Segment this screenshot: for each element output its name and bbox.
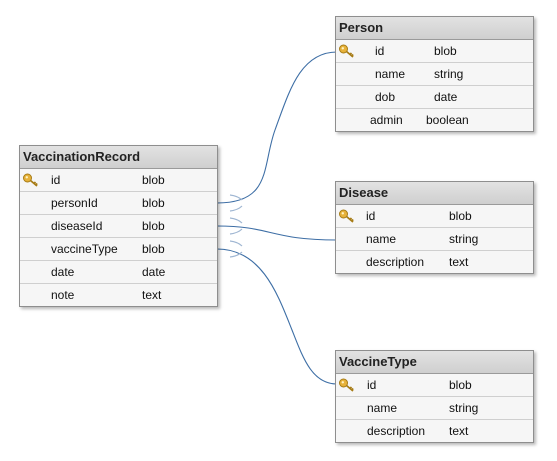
field-name: admin <box>370 113 403 127</box>
field-name: name <box>375 67 406 81</box>
crowfoot-diseaseid <box>229 217 243 235</box>
field-name: id <box>51 173 61 187</box>
crowfoot-personid <box>229 194 243 212</box>
field-type: date <box>142 265 166 279</box>
table-row[interactable]: id blob <box>336 40 533 62</box>
field-type: text <box>449 424 469 438</box>
crowfoot-vaccinetype <box>229 240 243 258</box>
table-vaccination-record[interactable]: VaccinationRecord id blob personId blob … <box>19 145 218 307</box>
table-row[interactable]: id blob <box>336 205 533 227</box>
table-row[interactable]: personId blob <box>20 191 217 214</box>
table-row[interactable]: diseaseId blob <box>20 214 217 237</box>
table-title: Disease <box>336 182 533 205</box>
field-type: boolean <box>426 113 469 127</box>
table-row[interactable]: name string <box>336 396 533 419</box>
table-title: VaccinationRecord <box>20 146 217 169</box>
field-type: text <box>449 255 469 269</box>
field-type: blob <box>449 209 472 223</box>
field-type: blob <box>142 242 165 256</box>
connector-vaccinetype-to-vaccinetype <box>216 248 338 385</box>
field-type: blob <box>449 378 472 392</box>
field-name: note <box>51 288 75 302</box>
table-row[interactable]: id blob <box>20 169 217 191</box>
table-vaccine-type[interactable]: VaccineType id blob name string descript… <box>335 350 534 443</box>
table-row[interactable]: description text <box>336 419 533 442</box>
table-row[interactable]: name string <box>336 227 533 250</box>
table-row[interactable]: description text <box>336 250 533 273</box>
table-person[interactable]: Person id blob name string dob date admi… <box>335 16 534 132</box>
field-type: text <box>142 288 162 302</box>
field-name: id <box>366 209 376 223</box>
table-disease[interactable]: Disease id blob name string description … <box>335 181 534 274</box>
field-name: date <box>51 265 75 279</box>
field-type: blob <box>434 44 457 58</box>
field-type: string <box>434 67 464 81</box>
field-name: description <box>366 255 425 269</box>
table-title: Person <box>336 17 533 40</box>
field-type: string <box>449 401 479 415</box>
field-type: blob <box>142 219 165 233</box>
key-icon <box>339 378 354 392</box>
connector-personid-to-person <box>216 51 338 204</box>
table-row[interactable]: admin boolean <box>336 108 533 131</box>
connector-diseaseid-to-disease <box>216 225 338 241</box>
table-title: VaccineType <box>336 351 533 374</box>
field-name: name <box>366 232 397 246</box>
field-type: string <box>449 232 479 246</box>
field-name: diseaseId <box>51 219 103 233</box>
field-name: id <box>367 378 377 392</box>
field-name: id <box>375 44 385 58</box>
field-name: name <box>367 401 398 415</box>
key-icon <box>339 209 354 223</box>
table-row[interactable]: note text <box>20 283 217 306</box>
field-name: dob <box>375 90 396 104</box>
field-type: blob <box>142 173 165 187</box>
table-row[interactable]: vaccineType blob <box>20 237 217 260</box>
table-row[interactable]: id blob <box>336 374 533 396</box>
table-row[interactable]: dob date <box>336 85 533 108</box>
field-type: blob <box>142 196 165 210</box>
key-icon <box>339 44 354 58</box>
field-name: personId <box>51 196 98 210</box>
field-type: date <box>434 90 458 104</box>
field-name: vaccineType <box>51 242 118 256</box>
table-row[interactable]: name string <box>336 62 533 85</box>
key-icon <box>23 173 38 187</box>
field-name: description <box>367 424 426 438</box>
table-row[interactable]: date date <box>20 260 217 283</box>
